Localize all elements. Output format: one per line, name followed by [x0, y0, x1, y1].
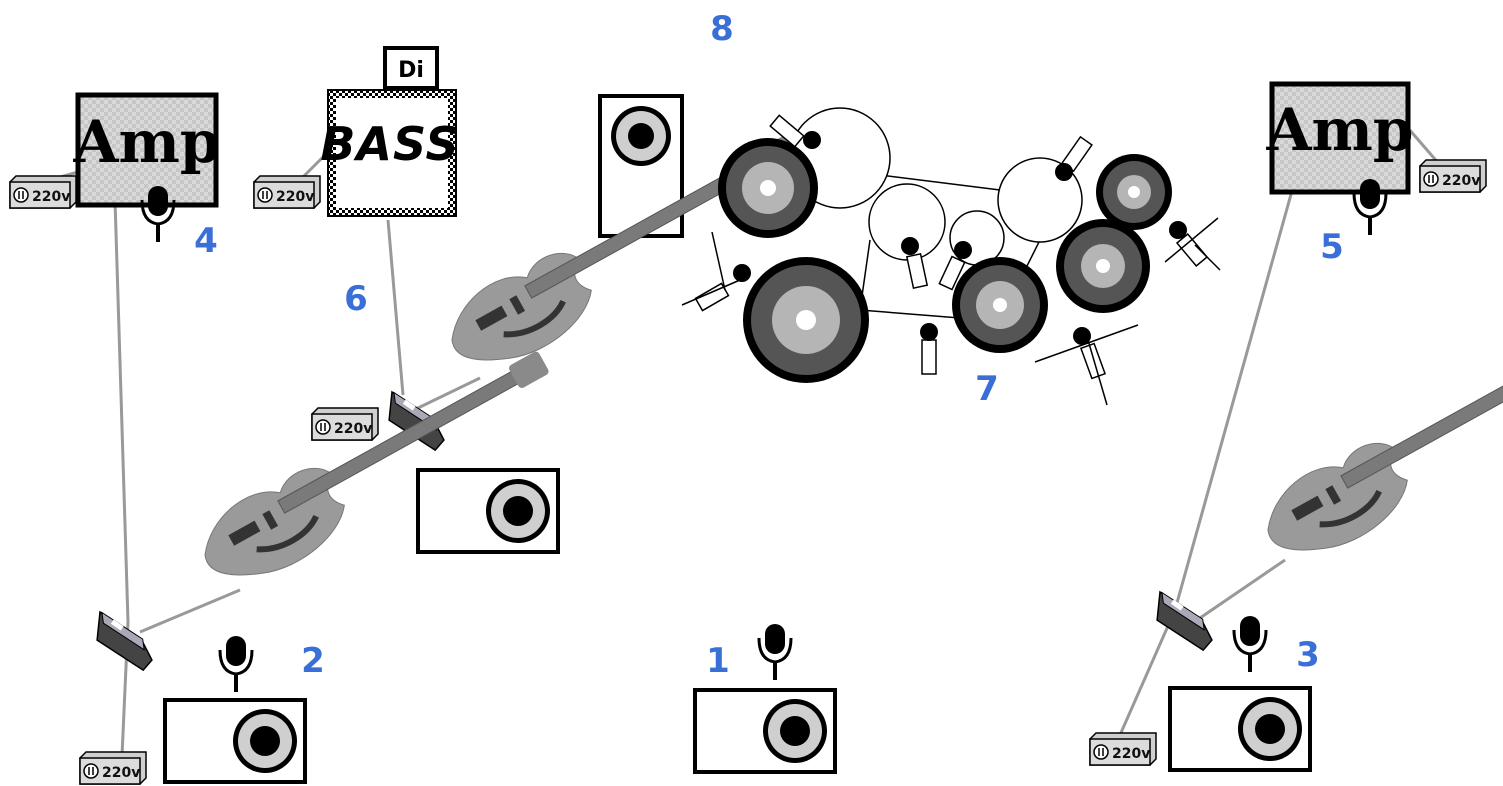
label-4: 4	[194, 221, 218, 261]
power-voltage: 220v	[1442, 173, 1480, 189]
power-socket-bass: 220v	[253, 175, 321, 209]
microphone-icon	[1232, 614, 1268, 674]
microphone-icon	[757, 622, 793, 682]
drum-icon	[743, 257, 869, 383]
monitor-speaker-icon	[163, 698, 307, 784]
drum-icon	[1096, 154, 1172, 230]
label-7: 7	[975, 369, 999, 409]
label-6: 6	[344, 279, 368, 319]
power-socket-pedal-left: 220v	[79, 751, 147, 785]
microphone-icon	[218, 634, 254, 694]
monitor-speaker-icon	[1168, 686, 1312, 772]
amp-left-label: Amp	[73, 108, 221, 176]
amp-icon	[1269, 81, 1411, 195]
label-8: 8	[710, 9, 734, 49]
power-voltage: 220v	[1112, 746, 1150, 762]
bass-amp: Di BASS	[320, 46, 459, 217]
power-voltage: 220v	[334, 421, 372, 437]
power-socket-pedal-mid: 220v	[311, 407, 379, 441]
label-3: 3	[1296, 635, 1320, 675]
label-5: 5	[1320, 227, 1344, 267]
drum-icon	[952, 257, 1048, 353]
wedge-mid	[416, 468, 560, 554]
amp-icon	[75, 92, 219, 208]
pedal-left	[88, 611, 161, 673]
drum-icon	[718, 138, 818, 238]
di-label: Di	[398, 58, 424, 83]
power-socket-amp-right: 220v	[1419, 159, 1487, 193]
label-2: 2	[301, 641, 325, 681]
amp-left: Amp	[73, 92, 221, 244]
pedal-icon	[88, 611, 161, 673]
power-voltage: 220v	[276, 189, 314, 205]
cables	[49, 127, 1442, 757]
label-1: 1	[706, 641, 730, 681]
power-socket-amp-left: 220v	[9, 175, 77, 209]
power-voltage: 220v	[32, 189, 70, 205]
side-fill-speaker	[598, 94, 684, 238]
wedge-left	[163, 698, 307, 784]
wedge-right	[1168, 686, 1312, 772]
bass-amp-label: BASS	[320, 117, 459, 171]
wedge-center	[693, 688, 837, 774]
drum-microphones	[681, 114, 1221, 406]
power-socket-pedal-right: 220v	[1089, 732, 1157, 766]
amp-right: Amp	[1266, 81, 1414, 237]
guitar-icon	[1252, 315, 1503, 575]
amp-right-label: Amp	[1266, 96, 1414, 164]
power-voltage: 220v	[102, 765, 140, 781]
di-box-icon	[383, 46, 439, 90]
monitor-speaker-icon	[693, 688, 837, 774]
drum-kit	[681, 107, 1221, 406]
drum-icon	[1056, 219, 1150, 313]
monitor-speaker-icon	[416, 468, 560, 554]
